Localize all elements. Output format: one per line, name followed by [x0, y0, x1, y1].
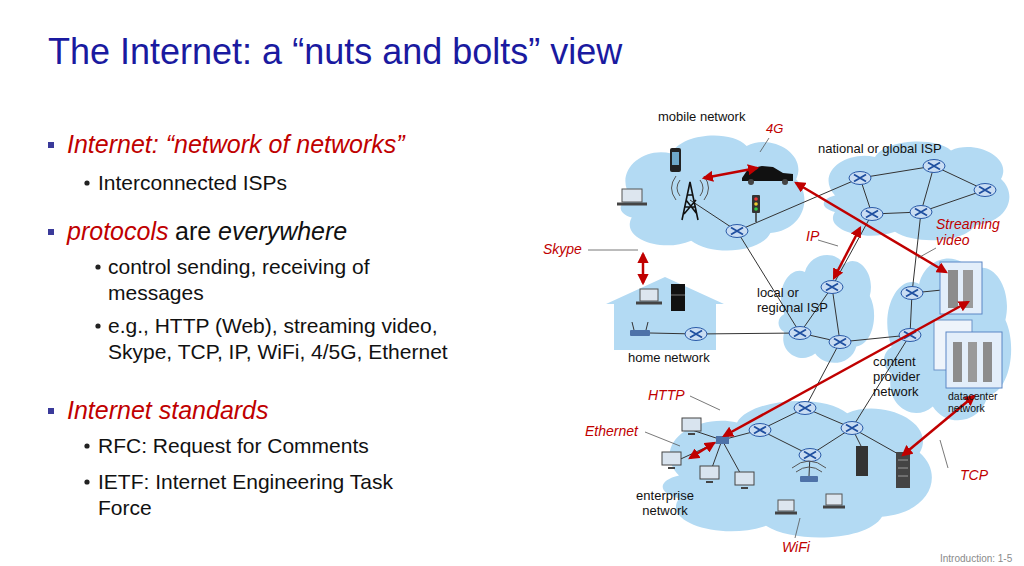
bullet-dot: [84, 479, 89, 484]
network-cloud: content provider network datacenter netwo…: [870, 248, 1015, 428]
bullet-square: [48, 408, 54, 414]
bullet-text: are: [175, 216, 211, 247]
bullet-text: RFC: Request for Comments: [98, 433, 369, 459]
slide-title: The Internet: a “nuts and bolts” view: [48, 30, 622, 73]
building-outline: [932, 318, 1004, 390]
cloud-outline: [650, 392, 940, 544]
bullet-text: Internet standards: [67, 395, 269, 426]
protocol-label: Ethernet: [585, 423, 638, 441]
network-cloud: local or regional ISP: [752, 248, 877, 368]
leader-line: [818, 240, 838, 246]
network-label: home network: [628, 351, 710, 366]
bullet-text: everywhere: [218, 216, 347, 247]
network-label: national or global ISP: [818, 142, 942, 157]
bullet-text: Interconnected ISPs: [98, 170, 287, 196]
network-label: enterprise network: [622, 489, 708, 519]
leader-line: [918, 248, 936, 258]
bullet-dot: [95, 323, 100, 328]
bullet-text: control sending, receiving of messages: [108, 254, 468, 307]
home-house: home network: [606, 276, 724, 368]
bullet-square: [48, 229, 54, 235]
protocol-label: Skype: [543, 241, 582, 259]
bullet-dot: [95, 264, 100, 269]
protocol-label: TCP: [960, 467, 988, 485]
protocol-label: 4G: [766, 121, 783, 137]
protocol-label: HTTP: [648, 387, 685, 405]
protocol-label: Streaming video: [936, 216, 1020, 248]
bullet-text: e.g., HTTP (Web), streaming video, Skype…: [108, 313, 503, 366]
network-cloud: enterprise network: [620, 392, 940, 544]
server-rack: [953, 342, 962, 382]
server-rack: [968, 342, 977, 382]
bullet-dot: [84, 180, 89, 185]
bullet-text: Internet: “network of networks”: [67, 129, 405, 160]
network-label: content provider network: [873, 355, 935, 400]
cloud-fill: [621, 136, 805, 251]
network-label: datacenter network: [948, 390, 1008, 414]
protocol-label: Introduction: 1-5: [940, 553, 1012, 566]
leader-line: [940, 440, 948, 468]
protocol-label: WiFi: [782, 539, 810, 557]
house-fill: [606, 277, 724, 350]
leader-line: [690, 396, 720, 410]
bullet-dot: [84, 443, 89, 448]
bullet-text: IETF: Internet Engineering Task Force: [98, 469, 448, 522]
bullet-text: protocols: [67, 216, 168, 247]
network-label: mobile network: [658, 110, 745, 125]
bullet-square: [48, 142, 54, 148]
protocol-label: IP: [806, 228, 819, 246]
cloud-fill: [663, 401, 932, 538]
leader-line: [588, 250, 638, 251]
cloud-outline: [612, 128, 810, 256]
server-rack: [983, 342, 992, 382]
arrow-skype: [642, 254, 645, 283]
datacenter-building: datacenter network: [932, 318, 1014, 418]
network-label: local or regional ISP: [757, 286, 841, 316]
house-outline: [606, 276, 724, 350]
building-front: [946, 332, 1002, 388]
